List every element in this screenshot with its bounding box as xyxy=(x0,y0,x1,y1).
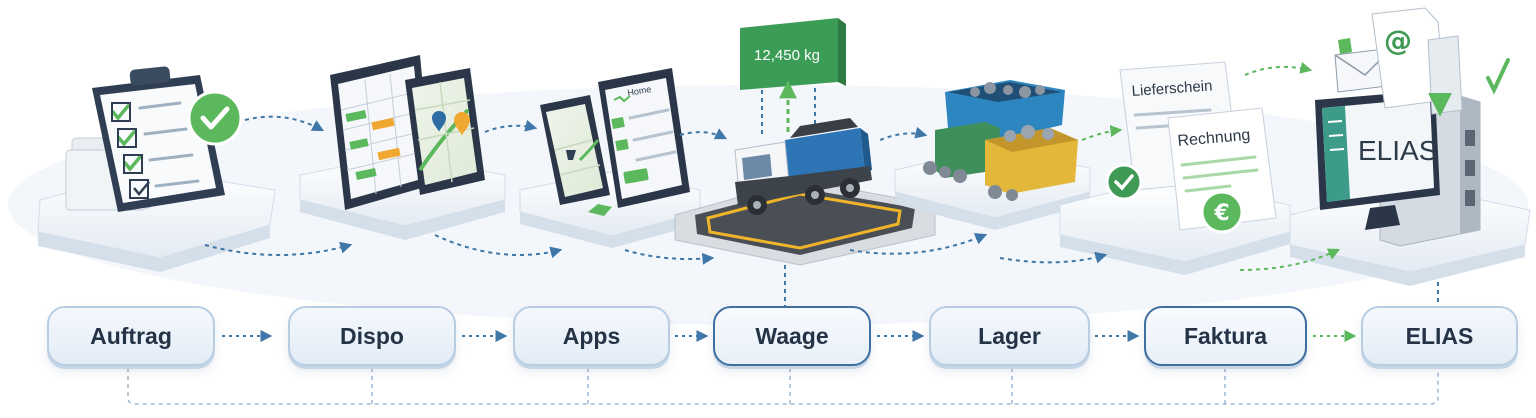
checkmark-badge-icon xyxy=(187,90,243,146)
step-waage[interactable]: Waage xyxy=(713,306,871,366)
step-dispo[interactable]: Dispo xyxy=(288,306,456,366)
step-label: Faktura xyxy=(1183,322,1268,349)
step-label: ELIAS xyxy=(1405,322,1474,349)
container-icon xyxy=(923,80,1078,201)
step-faktura[interactable]: Faktura xyxy=(1144,306,1307,366)
upper-flow-arrows xyxy=(204,62,1341,271)
box-icon xyxy=(588,204,612,216)
step-apps[interactable]: Apps xyxy=(513,306,670,366)
euro-coin-icon: € xyxy=(1200,190,1244,234)
step-label: Apps xyxy=(562,322,621,349)
feedback-bracket xyxy=(127,368,1439,405)
smartphone-icon xyxy=(540,95,610,205)
step-label: Auftrag xyxy=(90,322,172,349)
step-lager[interactable]: Lager xyxy=(929,306,1090,366)
documents: Lieferschein Rechnung xyxy=(1119,61,1277,231)
checkmark-icon xyxy=(1486,58,1510,95)
invoice-label: Rechnung xyxy=(1177,127,1251,150)
scale-weight-value: 12,450 kg xyxy=(754,47,820,64)
step-label: Lager xyxy=(978,322,1041,349)
smartphone-icon xyxy=(405,68,485,195)
monitor-label: ELIAS xyxy=(1358,135,1437,166)
step-auftrag[interactable]: Auftrag xyxy=(47,306,215,366)
scale-display: 12,450 kg xyxy=(740,18,846,90)
tablet-icon xyxy=(330,55,432,210)
step-elias[interactable]: ELIAS xyxy=(1361,306,1518,366)
tablet-icon: Home xyxy=(598,68,690,208)
svg-text:@: @ xyxy=(1384,24,1412,57)
svg-text:€: € xyxy=(1213,201,1229,226)
monitor-icon: ELIAS xyxy=(1315,90,1440,230)
clipboard-icon xyxy=(65,66,225,212)
step-label: Dispo xyxy=(340,322,404,349)
checkmark-badge-icon xyxy=(1105,163,1143,201)
tablet-app-header: Home xyxy=(627,84,652,98)
step-label: Waage xyxy=(755,322,829,349)
truck-icon xyxy=(734,118,872,215)
map-pin-icon xyxy=(432,111,470,136)
at-sign-icon: @ xyxy=(1371,7,1463,115)
delivery-note-label: Lieferschein xyxy=(1131,77,1213,100)
